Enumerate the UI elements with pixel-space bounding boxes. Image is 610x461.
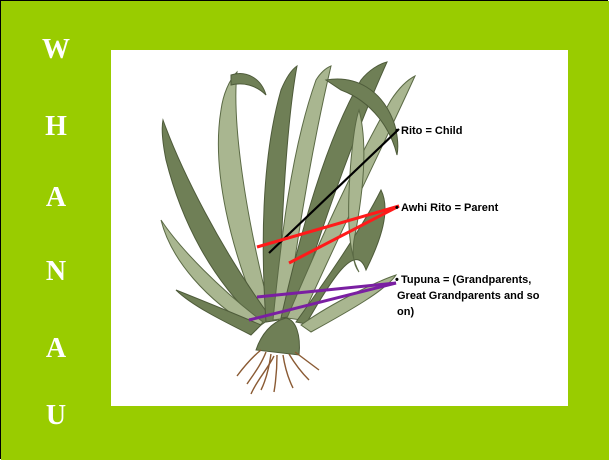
label-child: Rito = Child	[401, 125, 462, 137]
label-ancestors-line3: on)	[397, 306, 414, 318]
bullet-parent: •	[395, 202, 399, 214]
letter-6: U	[1, 401, 111, 431]
letter-4: N	[1, 257, 111, 287]
vertical-word-whanau: W H A N A U	[1, 1, 111, 460]
letter-2: H	[1, 112, 111, 142]
label-parent: Awhi Rito = Parent	[401, 202, 499, 214]
label-ancestors-line2: Great Grandparents and so	[397, 290, 540, 302]
bullet-child: •	[395, 125, 399, 137]
letter-5: A	[1, 334, 111, 364]
annotation-labels: • Rito = Child • Awhi Rito = Parent • Tu…	[395, 125, 540, 318]
label-ancestors-line1: Tupuna = (Grandparents,	[401, 274, 531, 286]
roots	[237, 350, 319, 394]
bullet-ancestors: •	[395, 274, 399, 286]
flax-diagram: • Rito = Child • Awhi Rito = Parent • Tu…	[111, 50, 568, 406]
letter-1: W	[1, 35, 111, 65]
diagram-panel: • Rito = Child • Awhi Rito = Parent • Tu…	[111, 50, 568, 406]
letter-3: A	[1, 183, 111, 213]
flax-plant-icon	[161, 62, 415, 394]
